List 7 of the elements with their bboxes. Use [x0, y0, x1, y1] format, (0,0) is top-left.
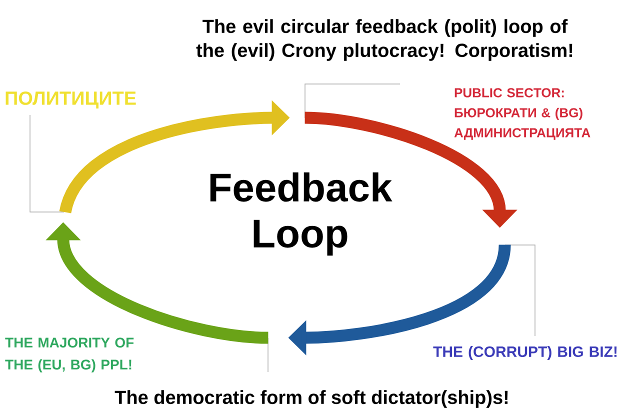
center-label: Feedback Loop: [210, 172, 392, 256]
text-frame: THE MAJORITY OF THE (EU, BG) PPL!: [5, 338, 268, 372]
caption: The democratic form of soft dictator(ship)s!: [114, 390, 508, 408]
text-frame: PUBLIC SECTOR: БЮРОКРАТИ & (BG) АДМИНИСТРАЦИЯТА: [304, 84, 590, 140]
text-frame: ПОЛИТИЦИТЕ: [6, 91, 136, 212]
title: The evil circular feedback (polit) loop of the (evil) Crony plutocracy! Corporatism!: [196, 19, 572, 61]
text-frame: THE (CORRUPT) BIG BIZ!: [433, 244, 617, 360]
